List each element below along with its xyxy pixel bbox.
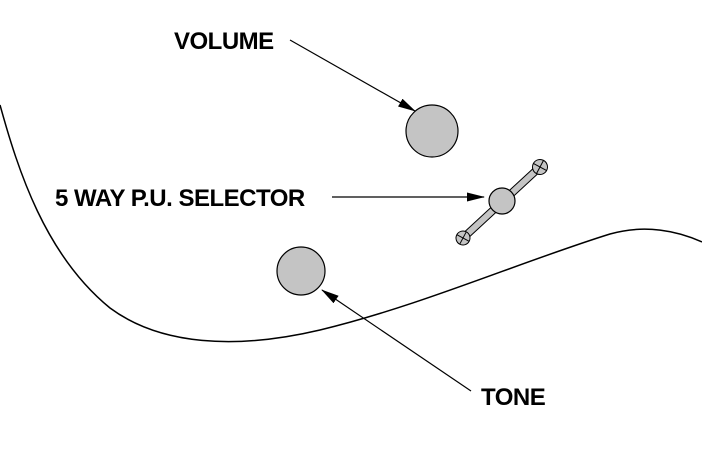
- selector-label: 5 WAY P.U. SELECTOR: [55, 185, 305, 212]
- selector-screw-top: [532, 159, 548, 175]
- volume-label: VOLUME: [174, 28, 274, 55]
- pickup-selector-switch[interactable]: [454, 157, 551, 248]
- body-contour-line: [0, 104, 702, 343]
- selector-screw-bottom: [455, 230, 471, 246]
- volume-knob[interactable]: [405, 104, 459, 158]
- tone-pointer-line: [321, 289, 472, 392]
- tone-label: TONE: [481, 384, 546, 411]
- tone-knob[interactable]: [276, 246, 326, 296]
- volume-pointer-line: [289, 39, 416, 112]
- selector-tip-knob[interactable]: [488, 187, 516, 215]
